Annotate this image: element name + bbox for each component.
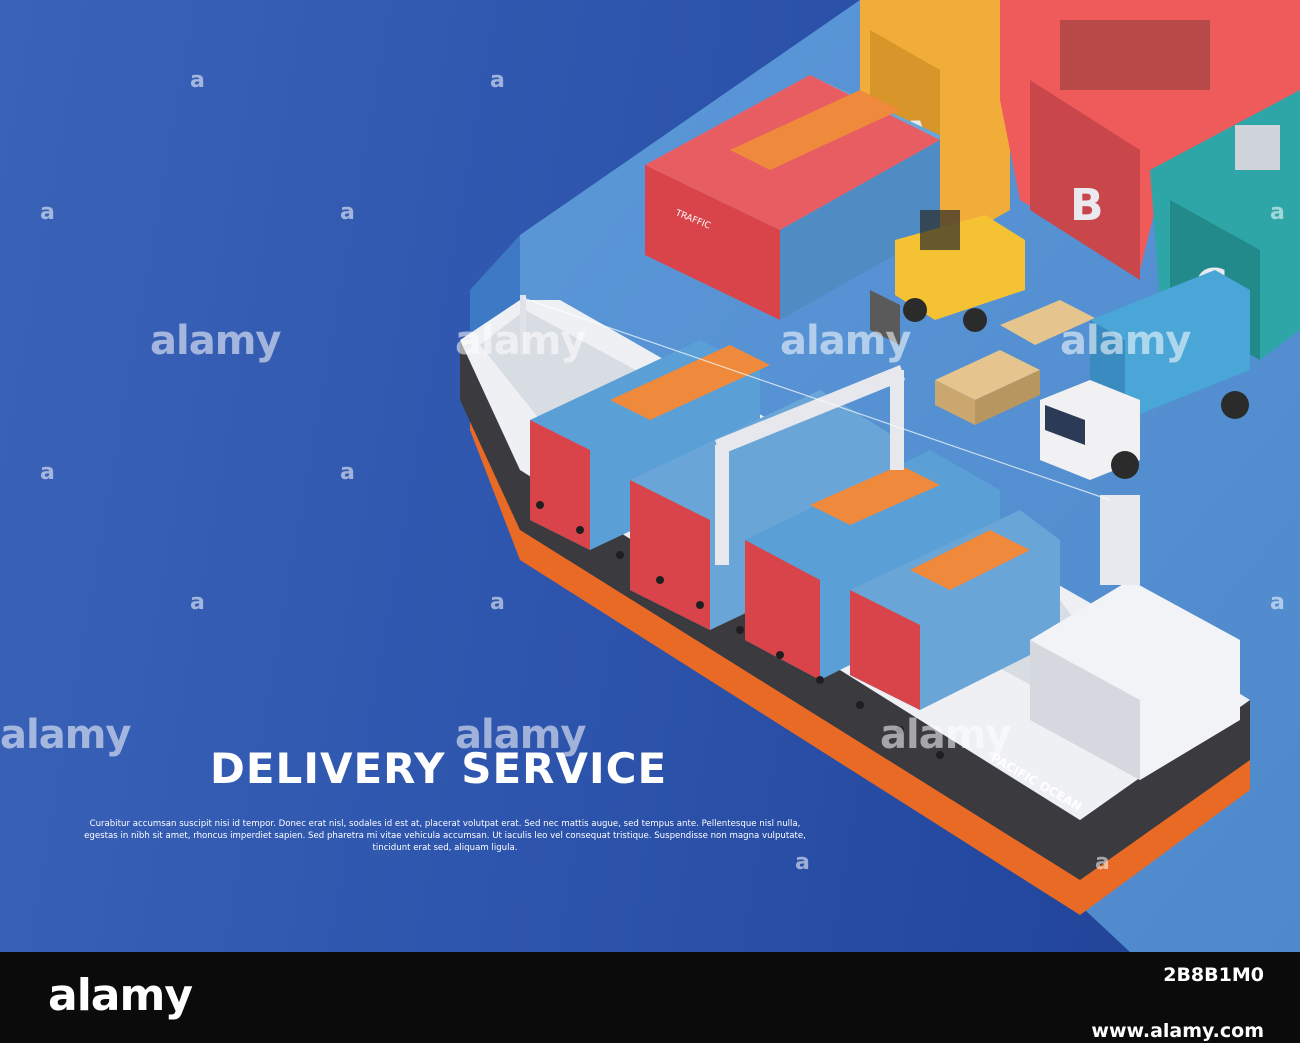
site-url: www.alamy.com (1091, 1020, 1264, 1042)
poster-body-text: Curabitur accumsan suscipit nisi id temp… (84, 819, 806, 853)
forklift (870, 210, 1025, 345)
watermark-glyph: a (190, 590, 205, 615)
watermark: alamy (455, 318, 586, 364)
watermark-glyph: a (1095, 850, 1110, 875)
footer-meta: 2B8B1M0 www.alamy.com (1091, 964, 1264, 1042)
watermark: alamy (780, 318, 911, 364)
watermark-glyph: a (490, 590, 505, 615)
footer-bar: alamy 2B8B1M0 www.alamy.com (0, 952, 1300, 1043)
watermark-glyph: a (340, 460, 355, 485)
watermark: alamy (455, 712, 586, 758)
poster: A B C TRAFFIC (0, 0, 1300, 952)
dock-container-stack: TRAFFIC (645, 75, 940, 320)
warehouse-label-b: B (1070, 180, 1104, 231)
portholes (536, 501, 944, 759)
watermark: alamy (0, 712, 131, 758)
image-id: 2B8B1M0 (1163, 964, 1264, 986)
alamy-logo: alamy (48, 970, 193, 1021)
watermark-glyph: a (795, 850, 810, 875)
watermark-glyph: a (490, 68, 505, 93)
watermark-glyph: a (1270, 200, 1285, 225)
watermark: alamy (1060, 318, 1191, 364)
watermark-glyph: a (340, 200, 355, 225)
poster-title: DELIVERY SERVICE (210, 744, 668, 793)
warehouse-b: B (1000, 0, 1300, 280)
watermark: alamy (880, 712, 1011, 758)
watermark: alamy (150, 318, 281, 364)
watermark-glyph: a (40, 200, 55, 225)
watermark-glyph: a (1270, 590, 1285, 615)
pallets (935, 300, 1095, 425)
port-illustration: A B C TRAFFIC (460, 0, 1300, 952)
cargo-ship: PACIFIC OCEAN (460, 295, 1250, 915)
watermark-glyph: a (40, 460, 55, 485)
truck (1040, 270, 1250, 480)
watermark-glyph: a (190, 68, 205, 93)
